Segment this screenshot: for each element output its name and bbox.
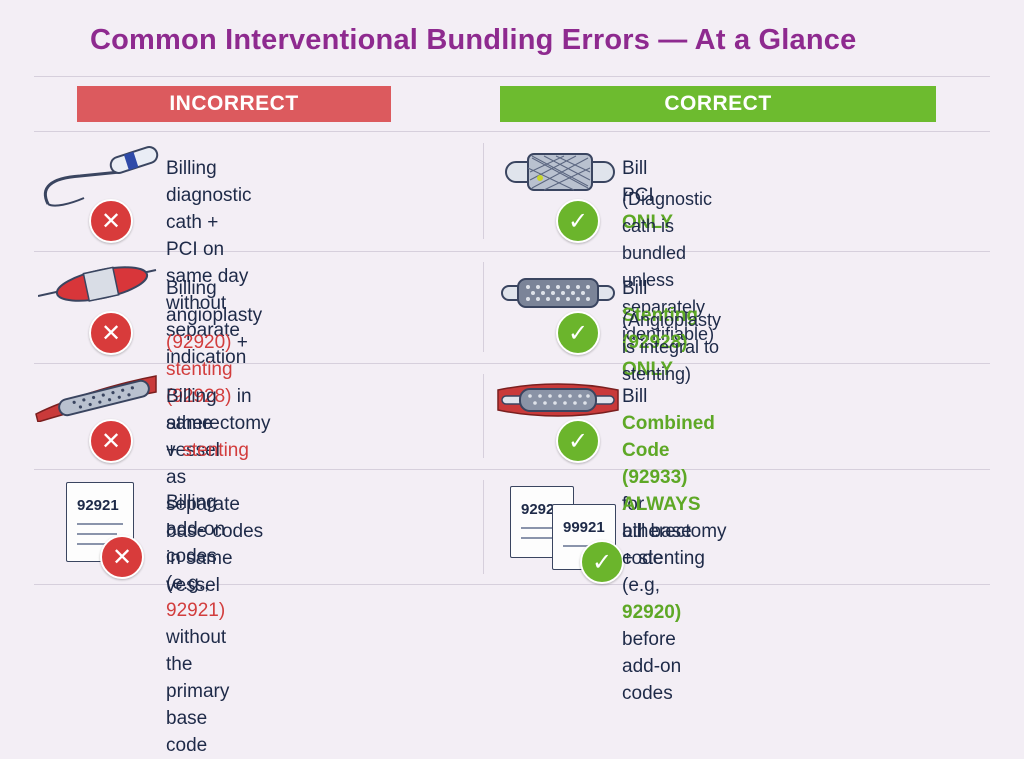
correct-note-line: for atherectomy + stenting (622, 494, 727, 569)
incorrect-x-icon: ✕ (89, 199, 133, 243)
correct-text: Bill PCI (622, 158, 654, 206)
correct-note-line: (Angioplasty is integral to stenting) (622, 310, 722, 384)
incorrect-text-line: Billing diagnostic cath + PCI on (166, 158, 252, 260)
correct-highlight: 92920) (622, 602, 682, 623)
correct-check-icon: ✓ (556, 419, 600, 463)
correct-highlight: Combined Code (92933) (622, 413, 715, 488)
column-divider (483, 143, 484, 239)
incorrect-text-line: without the primary base code (166, 627, 230, 756)
incorrect-text: in same vessel (166, 386, 252, 461)
correct-highlight: ALWAYS (622, 494, 701, 515)
document-line (77, 543, 107, 545)
correct-highlight: Stenting (92928) ONLY (622, 305, 698, 380)
correct-header: CORRECT (500, 86, 936, 122)
document-line (521, 537, 555, 539)
incorrect-x-icon: ✕ (100, 535, 144, 579)
divider (34, 469, 990, 470)
incorrect-text: Billing angioplasty (166, 278, 263, 326)
correct-highlight: ONLY (622, 212, 674, 233)
incorrect-text: as (166, 467, 187, 488)
column-divider (483, 374, 484, 458)
correct-note-line: before add-on codes (622, 629, 682, 704)
divider (34, 76, 990, 77)
code-highlight: (92920) (166, 332, 232, 353)
incorrect-text-line: separate base codes in same vessel (166, 494, 264, 596)
atherectomy-icon (35, 375, 157, 422)
document-line (77, 523, 123, 525)
incorrect-text: Billing add-on codes (e.g., (166, 492, 226, 594)
stent-icon (501, 278, 615, 308)
column-divider (483, 480, 484, 574)
incorrect-text-line: same day without separate (166, 266, 249, 341)
incorrect-text-line: indication (166, 347, 247, 368)
code-highlight: stenting (92928) (166, 359, 233, 407)
code-highlight: stenting (182, 440, 249, 461)
document-line (563, 545, 601, 547)
incorrect-text: + (231, 332, 248, 353)
divider (34, 251, 990, 252)
divider (34, 363, 990, 364)
correct-text: Bill (622, 278, 648, 299)
incorrect-x-icon: ✕ (89, 419, 133, 463)
correct-text: bill base code (e.g, (622, 521, 692, 596)
column-divider (483, 262, 484, 352)
incorrect-header: INCORRECT (77, 86, 391, 122)
incorrect-x-icon: ✕ (89, 311, 133, 355)
correct-text: Bill (622, 386, 648, 407)
correct-note-line: (Diagnostic cath is bundled unless (622, 189, 713, 290)
document-line (77, 533, 117, 535)
incorrect-text: Billing atherectomy + (166, 386, 271, 461)
code-highlight: 92921) (166, 600, 226, 621)
document-code: 92921 (77, 497, 119, 514)
stent-icon (505, 153, 615, 191)
divider (34, 131, 990, 132)
catheter-icon (43, 146, 159, 207)
vessel-stent-icon (497, 383, 619, 417)
correct-check-icon: ✓ (556, 311, 600, 355)
divider (34, 584, 990, 585)
document-line (521, 527, 561, 529)
document-code: 99921 (563, 519, 605, 536)
correct-check-icon: ✓ (556, 199, 600, 243)
page-title: Common Interventional Bundling Errors — … (90, 24, 857, 56)
correct-check-icon: ✓ (580, 540, 624, 584)
correct-note-line: separately identifiable) (622, 297, 715, 344)
balloon-icon (38, 266, 157, 302)
